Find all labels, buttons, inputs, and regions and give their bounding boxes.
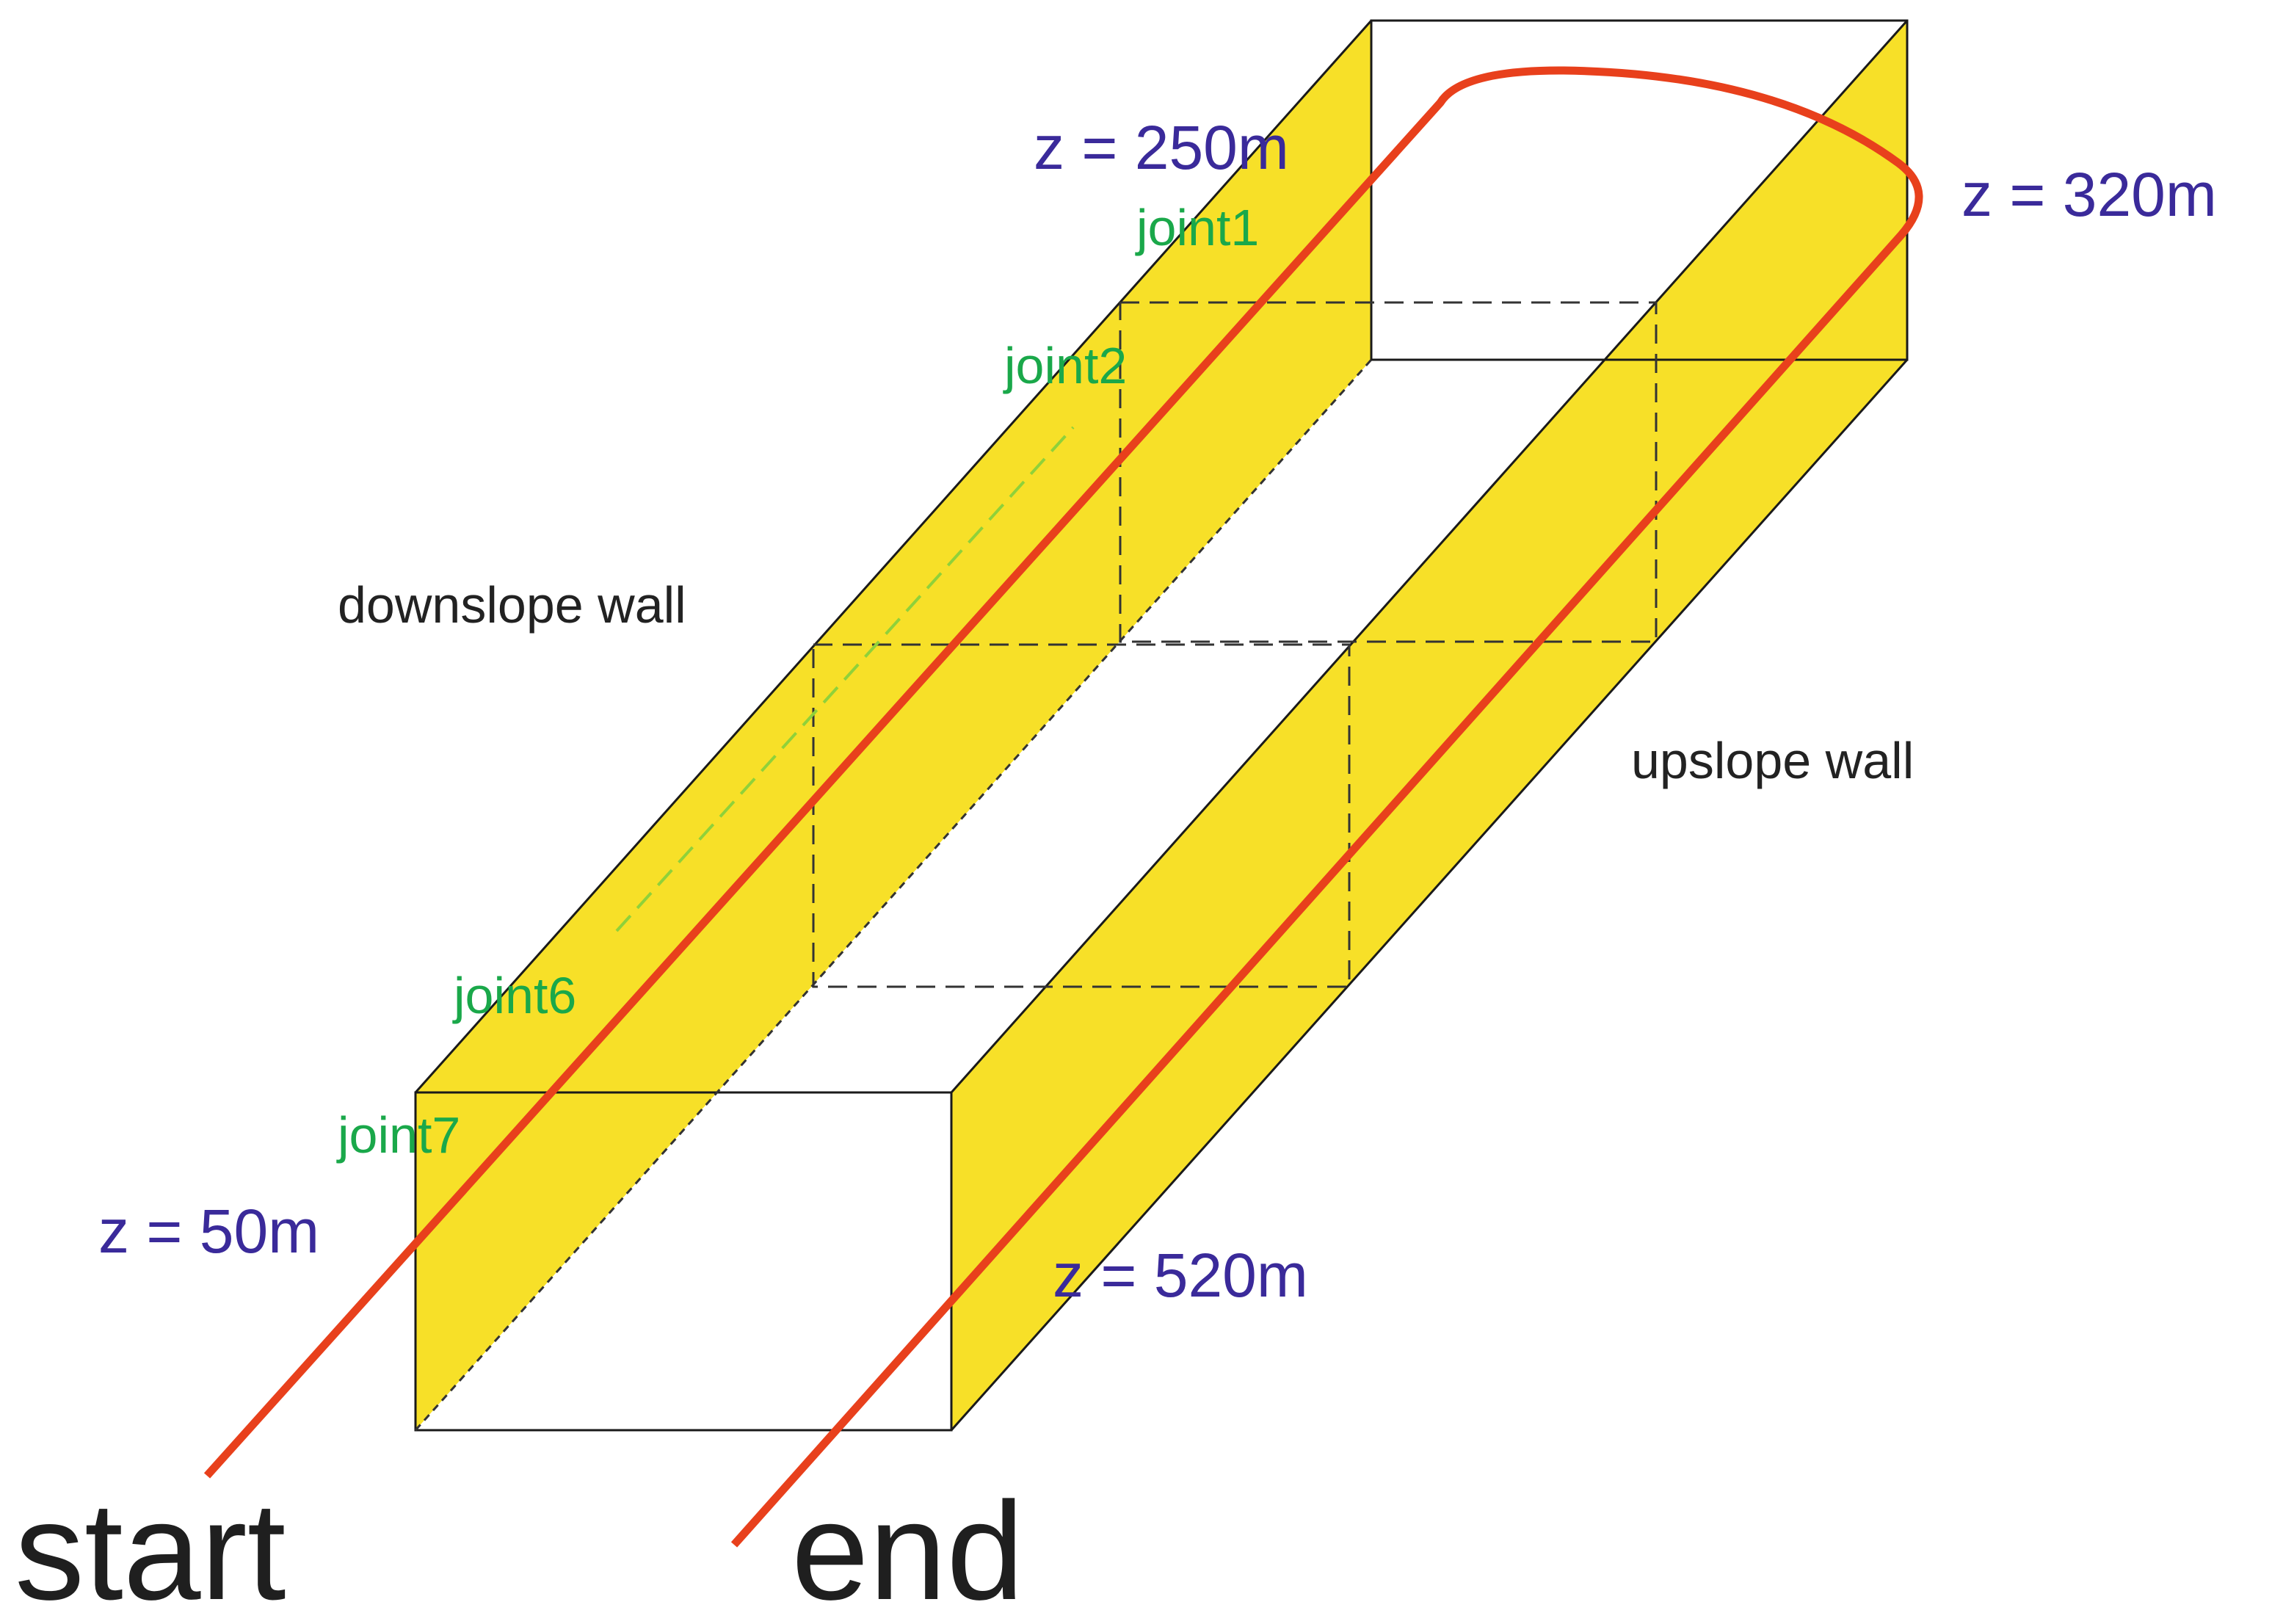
joint-label-6: joint6 [452,967,576,1024]
start-label: start [15,1473,286,1624]
edge-top-right [950,20,1909,1093]
depth-label-250: z = 250m [1034,113,1289,182]
far-opening [1370,19,1909,361]
edge-bottom-right [950,359,1909,1431]
downslope-wall-face [415,21,1371,1430]
depth-label-50: z = 50m [98,1197,319,1266]
upslope-wall-face [951,21,1907,1430]
depth-label-520: z = 520m [1053,1241,1308,1310]
upslope-wall-label: upslope wall [1631,732,1914,789]
tunnel-path [203,66,1923,1548]
edge-bottom-left-hidden [414,359,1373,1431]
downslope-wall-label: downslope wall [338,576,686,634]
dashed-section-near [812,643,1351,988]
end-label: end [791,1473,1024,1624]
edge-top-left [414,20,1373,1093]
joint-label-7: joint7 [336,1106,460,1164]
depth-label-320: z = 320m [1961,160,2217,229]
joint-label-1: joint1 [1135,199,1259,256]
joint-label-2: joint2 [1003,337,1127,394]
joint-dashed-line [615,426,1075,932]
near-opening [414,1091,953,1432]
dashed-section-far [1119,301,1658,643]
